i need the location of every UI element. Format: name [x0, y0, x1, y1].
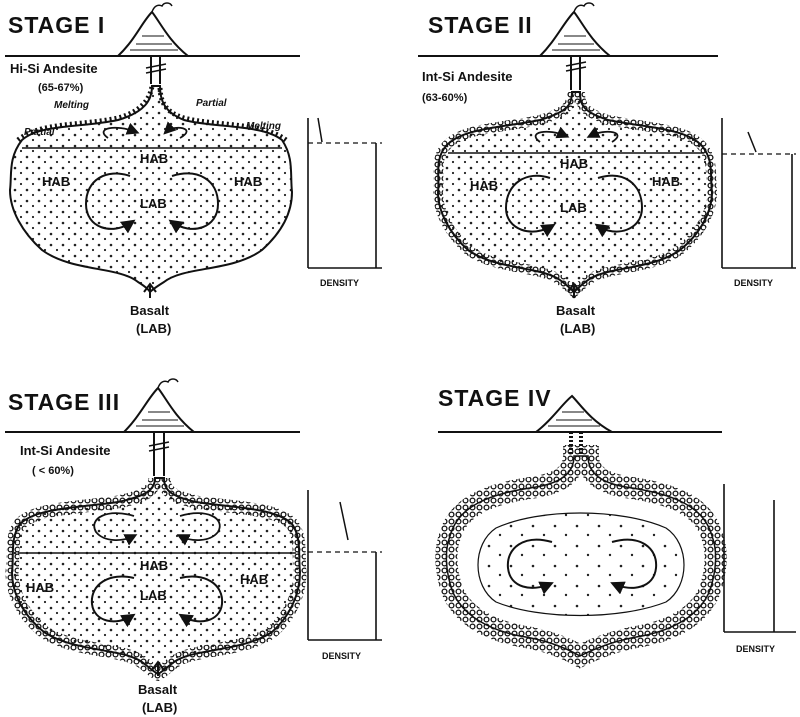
stage-3-lab-label: LAB	[140, 588, 167, 603]
stage-3-basalt-label: Basalt	[138, 682, 178, 697]
stage-3-panel: STAGE III Int-Si Andesite ( < 60%) HAB H…	[5, 379, 382, 715]
stage-2-title: STAGE II	[428, 12, 533, 38]
stage-1-basalt-label: Basalt	[130, 303, 170, 318]
stage-1-melting-label-3: Partial	[196, 98, 227, 109]
stage-3-hab-label-right: HAB	[240, 572, 268, 587]
stage-1-volcano	[118, 12, 188, 56]
stage-2-lab-label: LAB	[560, 200, 587, 215]
stage-3-andesite-name: Int-Si Andesite	[20, 443, 111, 458]
stage-1-density-label: DENSITY	[320, 278, 359, 288]
stage-4-density-label: DENSITY	[736, 644, 775, 654]
stage-3-volcano	[124, 388, 194, 432]
stage-3-conduit-break	[149, 442, 169, 451]
stage-1-melting-label-2: Melting	[54, 100, 89, 111]
stage-1-hab-label-left: HAB	[42, 174, 70, 189]
stage-2-conduit	[571, 56, 580, 90]
stage-3-hab-label-left: HAB	[26, 580, 54, 595]
stage-3-hab-label-center: HAB	[140, 558, 168, 573]
stage-3-andesite-range: ( < 60%)	[32, 465, 74, 477]
stage-1-eruption-plume	[152, 3, 172, 12]
stage-1-panel: STAGE I Hi-Si Andesite (65-67%) Partial …	[5, 3, 382, 336]
stage-1-density-graph: DENSITY	[308, 118, 382, 288]
stage-3-density-graph: DENSITY	[308, 490, 382, 661]
stage-2-hab-label-center: HAB	[560, 156, 588, 171]
stage-1-title: STAGE I	[8, 12, 105, 38]
stage-1-melting-label-1: Partial	[24, 127, 55, 138]
stage-4-residual-melt	[478, 513, 684, 616]
stage-4-title: STAGE IV	[438, 385, 552, 411]
stage-1-magma-chamber	[10, 86, 292, 292]
stage-1-hab-label-center: HAB	[140, 151, 168, 166]
stage-3-basalt-sub: (LAB)	[142, 700, 177, 715]
stage-2-density-label: DENSITY	[734, 278, 773, 288]
stage-1-basalt-sub: (LAB)	[136, 321, 171, 336]
stage-1-melting-label-4: Melting	[246, 121, 281, 132]
stage-2-basalt-sub: (LAB)	[560, 321, 595, 336]
stage-3-eruption-plume	[158, 379, 178, 388]
stage-1-lab-label: LAB	[140, 196, 167, 211]
stage-1-andesite-name: Hi-Si Andesite	[10, 61, 98, 76]
stage-2-density-graph: DENSITY	[722, 118, 796, 288]
stage-2-andesite-range: (63-60%)	[422, 92, 468, 104]
stage-2-panel: STAGE II Int-Si Andesite (63-60%) HAB HA…	[418, 3, 796, 336]
stage-4-panel: STAGE IV DENSITY	[438, 385, 796, 656]
stage-4-density-graph: DENSITY	[724, 484, 796, 654]
stage-3-title: STAGE III	[8, 389, 120, 415]
stage-2-andesite-name: Int-Si Andesite	[422, 69, 513, 84]
stage-2-volcano	[540, 12, 610, 56]
stage-3-conduit	[154, 432, 164, 476]
stage-1-conduit-break	[146, 64, 166, 73]
stage-2-hab-label-left: HAB	[470, 178, 498, 193]
stage-2-eruption-plume	[574, 3, 594, 12]
stage-3-density-label: DENSITY	[322, 651, 361, 661]
stage-2-basalt-label: Basalt	[556, 303, 596, 318]
stage-2-hab-label-right: HAB	[652, 174, 680, 189]
stage-2-conduit-break	[566, 62, 586, 71]
stage-1-andesite-range: (65-67%)	[38, 82, 84, 94]
stage-1-hab-label-right: HAB	[234, 174, 262, 189]
